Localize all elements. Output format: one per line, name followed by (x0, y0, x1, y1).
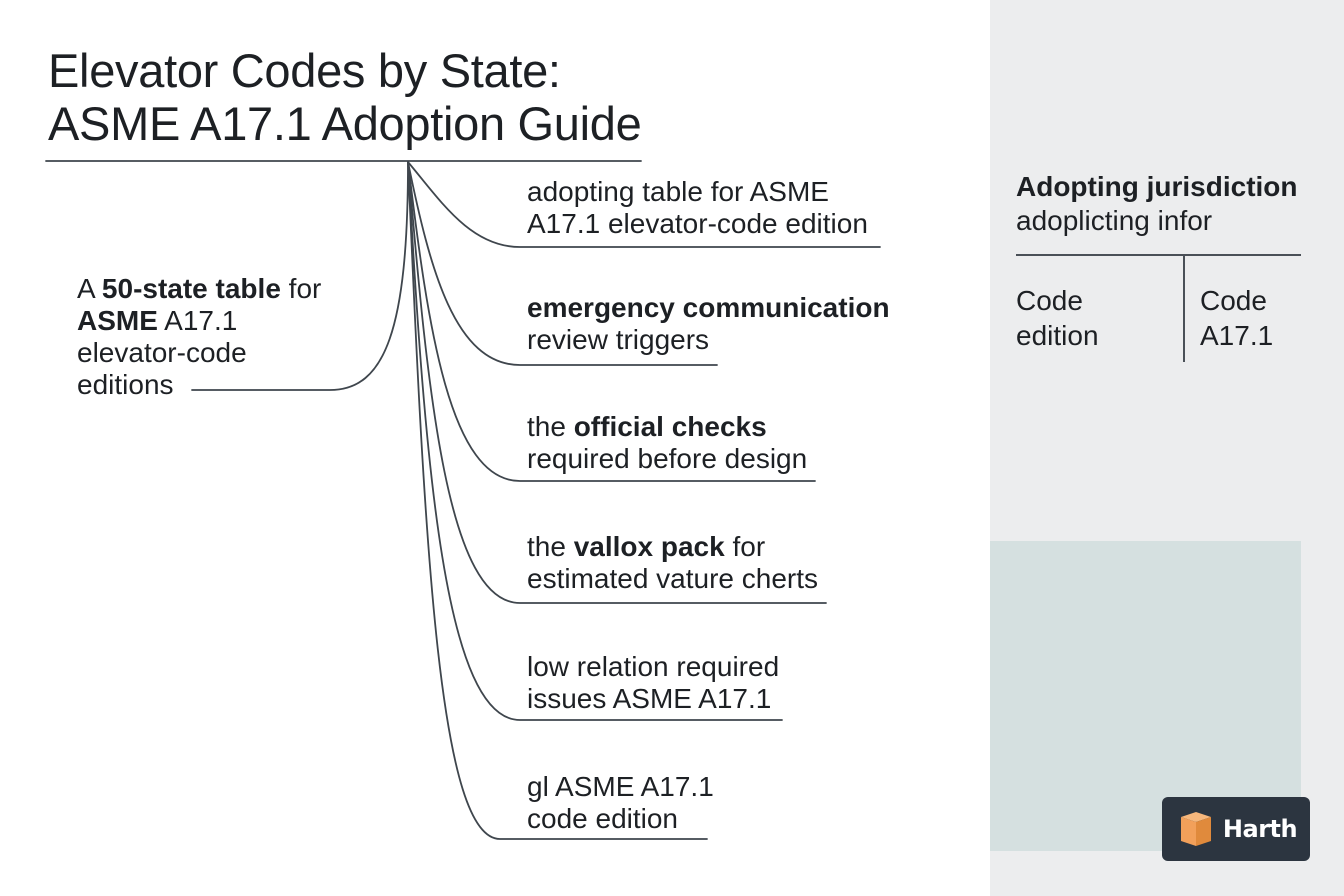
branch-connector-3 (407, 161, 816, 482)
intro-line-1: A 50-state table for (77, 273, 322, 304)
intro-line-2: ASME A17.1 (77, 305, 238, 336)
table-cell-code-edition: Code edition (1016, 285, 1099, 351)
branch-item-2: emergency communication review triggers (527, 292, 890, 355)
table-cell-code-a17: Code A17.1 (1200, 285, 1274, 351)
intro-line-3: elevator-code (77, 337, 247, 368)
branch-item-1: adopting table for ASME A17.1 elevator-c… (527, 176, 868, 239)
intro-line-4: editions (77, 369, 174, 400)
branch-item-5: low relation required issues ASME A17.1 (527, 651, 780, 714)
branch-connector-5 (407, 161, 783, 721)
panel-heading: Adopting jurisdiction adoplicting infor (1016, 170, 1316, 238)
logo-text: Harth (1222, 815, 1298, 843)
branch-connector-4 (407, 161, 827, 604)
title-line-2: ASME A17.1 Adoption Guide (48, 97, 642, 150)
title-line-1: Elevator Codes by State: (48, 44, 561, 97)
branch-connector-2 (407, 161, 718, 366)
brand-logo: Harth (1162, 797, 1310, 861)
intro-connector (191, 161, 409, 391)
panel-divider-horizontal (1016, 254, 1301, 256)
branch-item-4: the vallox pack for estimated vature che… (527, 531, 819, 594)
page-title: Elevator Codes by State: ASME A17.1 Adop… (48, 44, 668, 150)
panel-divider-vertical (1183, 256, 1185, 362)
branch-connector-1 (407, 161, 881, 248)
branch-connector-6 (407, 161, 708, 840)
panel-subheading: adoplicting infor (1016, 205, 1213, 236)
intro-text: A 50-state table for ASME A17.1 elevator… (77, 273, 377, 401)
branch-item-3: the official checks required before desi… (527, 411, 808, 474)
cube-icon (1180, 812, 1211, 846)
branch-item-6: gl ASME A17.1 code edition (527, 771, 714, 834)
